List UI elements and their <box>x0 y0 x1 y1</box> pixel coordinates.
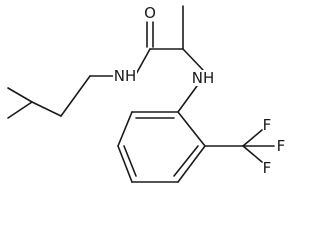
ring-bond-1 <box>177 111 206 147</box>
amide-nitrogen-label-bg <box>113 68 137 84</box>
molecule-svg: O NH NH F F F <box>7 4 286 183</box>
fluorine-label-right: F <box>277 137 286 155</box>
bond-methyl-a <box>7 87 33 103</box>
bond-methyl-b <box>7 101 33 119</box>
oxygen-label-bg <box>144 5 156 21</box>
structure-diagram: O NH NH F F F <box>7 4 286 183</box>
fluorine-label-top: F <box>263 116 272 134</box>
oxygen-label: O <box>144 4 156 22</box>
ring-inner-2 <box>123 145 137 177</box>
bond-c-f-top <box>242 129 263 147</box>
bond-ch2-ch2 <box>60 75 91 117</box>
bond-c-f-bottom <box>242 145 263 163</box>
amide-nitrogen-label: NH <box>114 67 137 85</box>
ring-bond-5 <box>117 111 133 147</box>
amine-nitrogen-label: NH <box>192 69 215 87</box>
ring-inner-3 <box>173 145 199 177</box>
bond-alpha-nh <box>182 48 204 71</box>
amine-nitrogen-label-bg <box>191 70 215 86</box>
ring-bond-4 <box>117 145 133 183</box>
ring-bond-2 <box>177 145 206 183</box>
bond-nh-carbonyl <box>134 48 151 77</box>
fluorine-label-bottom: F <box>263 159 272 177</box>
bond-ch-ch2 <box>31 101 62 117</box>
bond-nh-ring <box>177 85 198 113</box>
